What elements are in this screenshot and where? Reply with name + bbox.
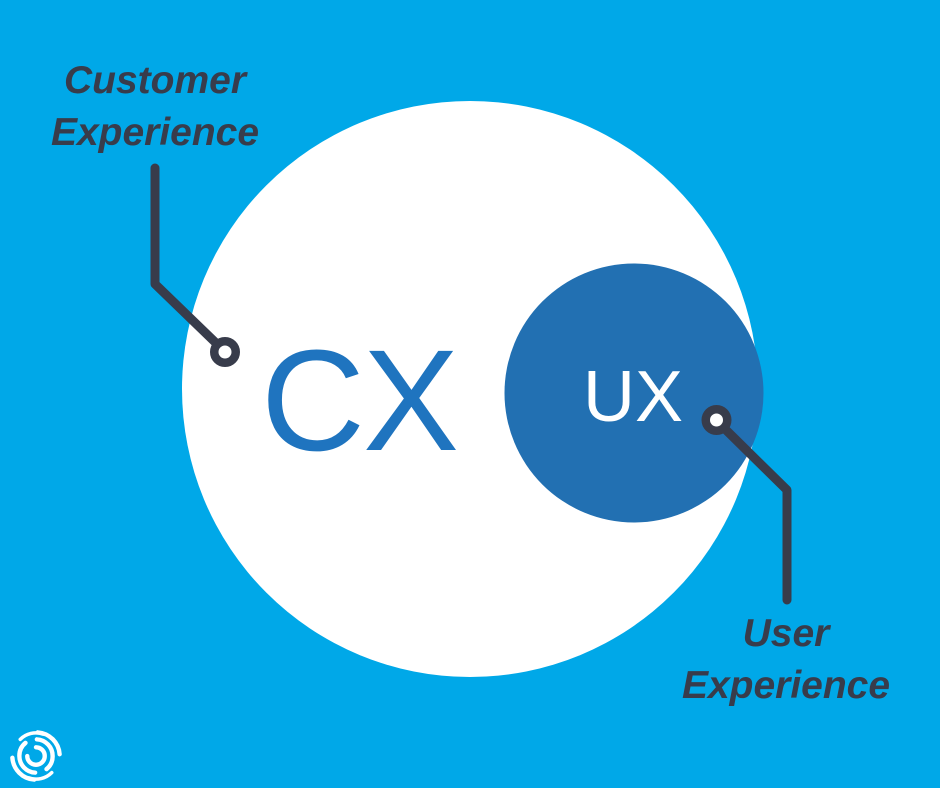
ux-circle-label: UX (582, 357, 684, 437)
cx-circle-label: CX (260, 320, 459, 481)
swirl-logo-icon (10, 730, 62, 782)
user-annotation-line2: Experience (681, 664, 891, 707)
customer-annotation-line1: Customer (63, 59, 247, 102)
customer-annotation-line2: Experience (50, 111, 260, 154)
user-connector-line (719, 423, 792, 605)
user-connector-dot (701, 405, 732, 435)
customer-connector-dot (210, 337, 240, 367)
ux-inner-circle (504, 263, 764, 523)
cx-outer-circle (182, 101, 758, 677)
customer-experience-annotation: Customer Experience (51, 55, 259, 159)
customer-connector-line (150, 163, 222, 349)
user-annotation-line1: User (742, 612, 830, 655)
user-experience-annotation: User Experience (682, 608, 890, 712)
